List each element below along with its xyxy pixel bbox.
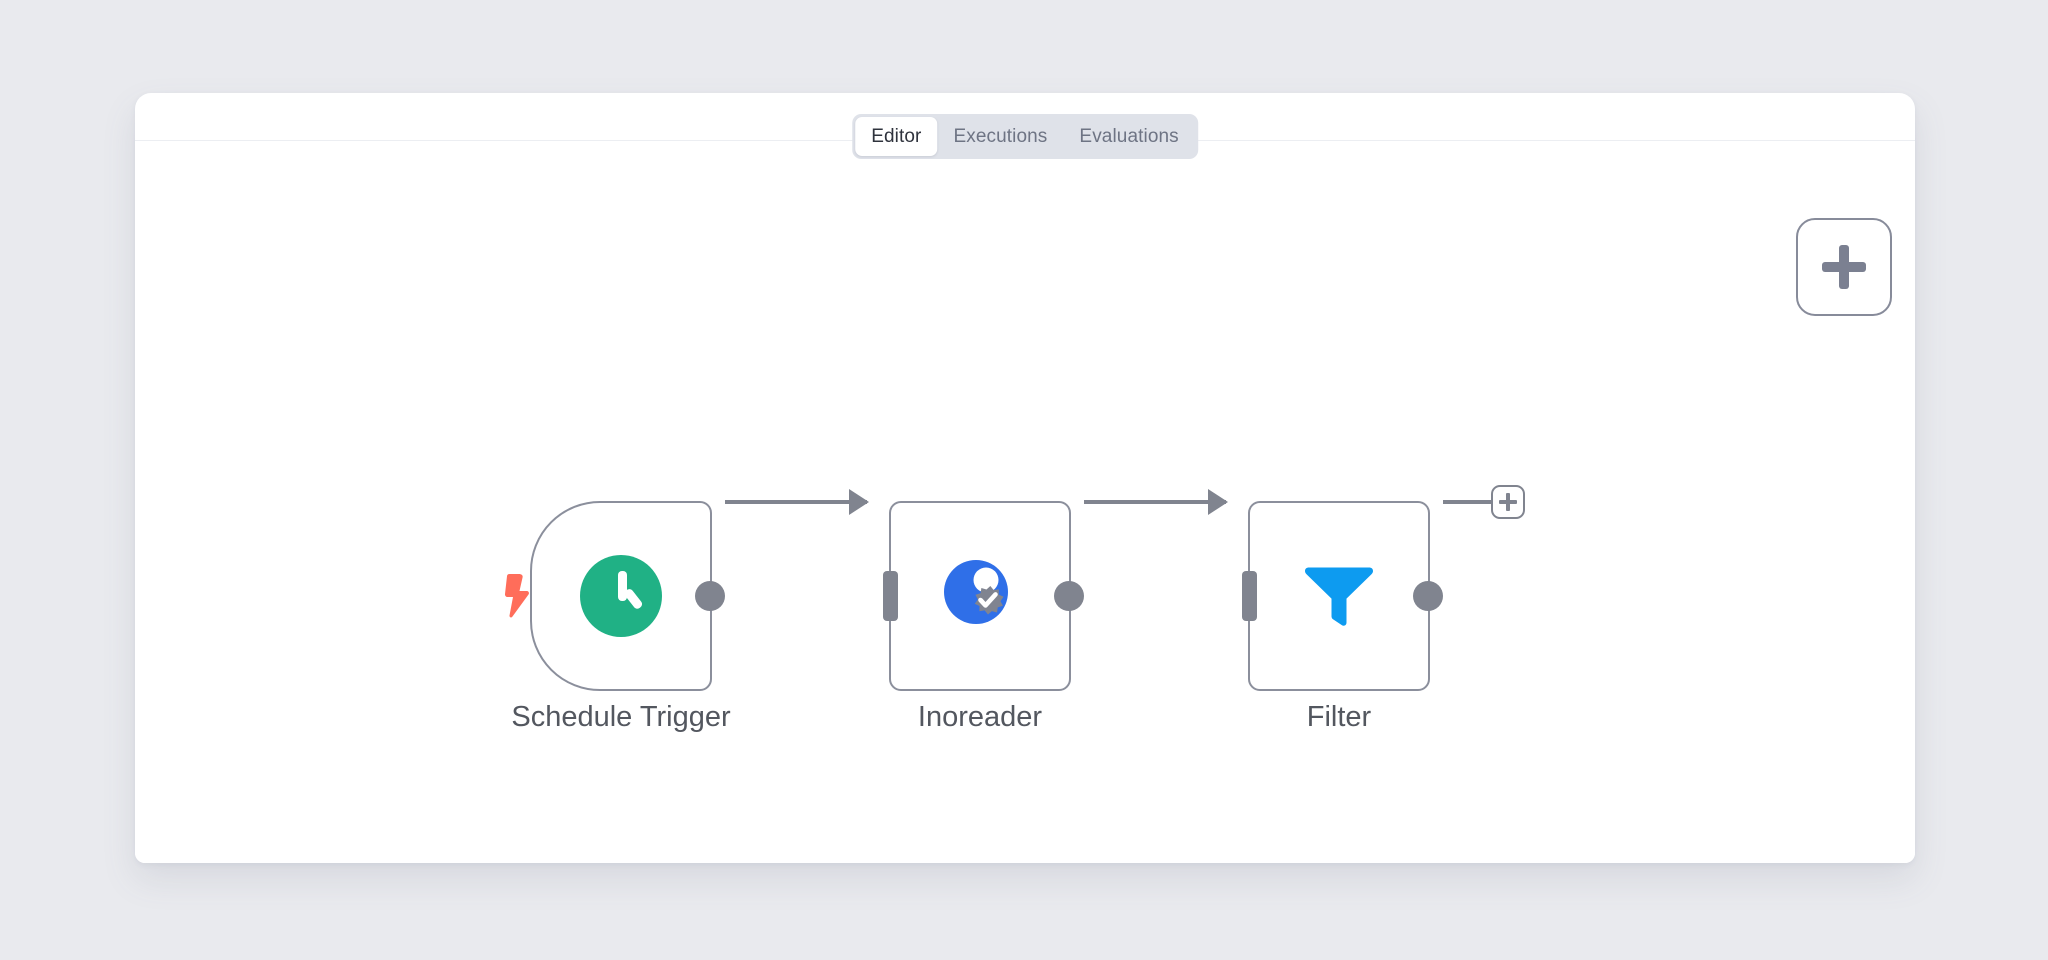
- output-port[interactable]: [1054, 581, 1084, 611]
- plus-icon: [1499, 493, 1517, 511]
- inoreader-logo-icon: [938, 554, 1022, 638]
- node-label-inoreader: Inoreader: [917, 701, 1043, 733]
- view-tab-group: Editor Executions Evaluations: [852, 114, 1198, 159]
- node-filter[interactable]: Filter: [1242, 501, 1443, 733]
- add-node-button[interactable]: [1796, 218, 1892, 316]
- connection-arrow-icon: [849, 489, 869, 515]
- input-port[interactable]: [883, 571, 898, 621]
- node-inoreader[interactable]: Inoreader: [883, 501, 1084, 733]
- output-port[interactable]: [1413, 581, 1443, 611]
- node-label-schedule-trigger: Schedule Trigger: [511, 701, 731, 733]
- panel-header: Editor Executions Evaluations: [135, 93, 1915, 159]
- output-port[interactable]: [695, 581, 725, 611]
- connection-inoreader-to-filter[interactable]: [1084, 500, 1226, 504]
- node-schedule-trigger[interactable]: Schedule Trigger: [504, 501, 731, 733]
- tab-editor[interactable]: Editor: [855, 117, 938, 156]
- tab-executions[interactable]: Executions: [953, 126, 1048, 147]
- tab-evaluations[interactable]: Evaluations: [1079, 126, 1179, 147]
- workflow-graph: Schedule Trigger Inoreader: [135, 141, 1915, 863]
- connection-arrow-icon: [1208, 489, 1228, 515]
- node-label-filter: Filter: [1306, 701, 1372, 733]
- workflow-editor-panel: Editor Executions Evaluations: [135, 93, 1915, 863]
- lightning-bolt-icon: [504, 574, 530, 618]
- add-next-node-button[interactable]: [1491, 485, 1525, 519]
- workflow-canvas[interactable]: Schedule Trigger Inoreader: [135, 141, 1915, 863]
- plus-icon: [1822, 245, 1866, 289]
- input-port[interactable]: [1242, 571, 1257, 621]
- clock-icon: [580, 555, 662, 637]
- connection-filter-to-stub[interactable]: [1443, 500, 1491, 504]
- funnel-icon: [1297, 554, 1381, 638]
- connection-schedule-to-inoreader[interactable]: [725, 500, 867, 504]
